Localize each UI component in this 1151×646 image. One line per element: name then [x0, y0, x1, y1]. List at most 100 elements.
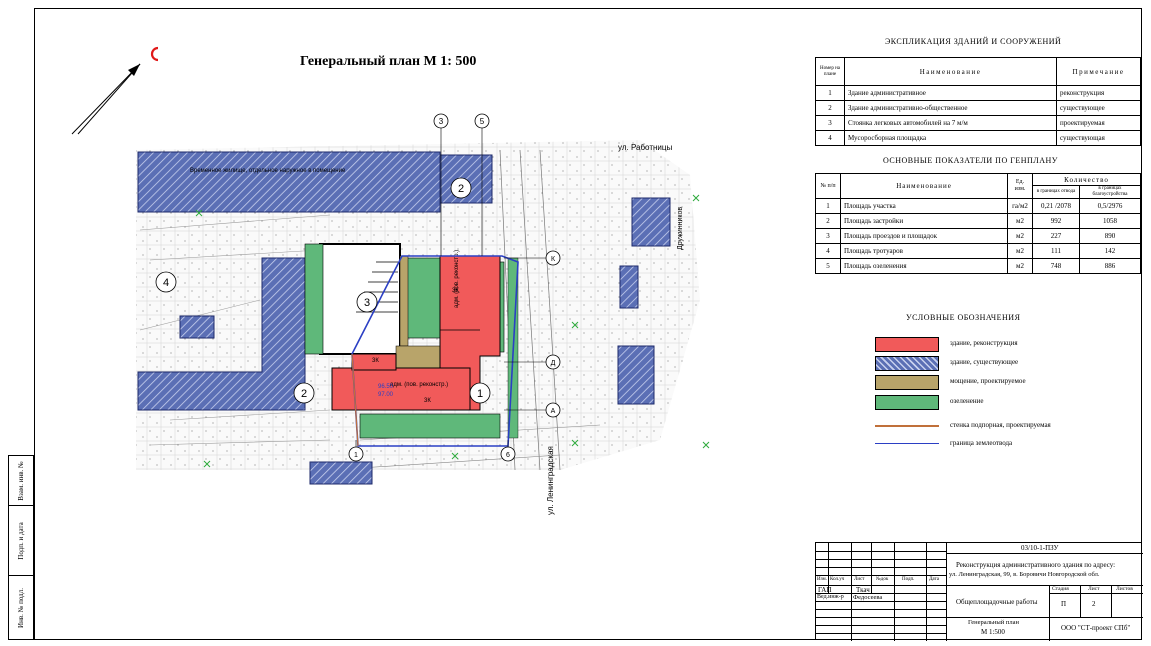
street-label-rabotnitsy: ул. Работницы [618, 143, 672, 152]
legend-swatch-paving [875, 375, 939, 390]
indicators-header-name: Наименование [840, 173, 1008, 199]
north-arrow-icon [71, 46, 159, 135]
retaining-wall-line [351, 353, 359, 447]
stamp-cell-signature: Подп. и дата [9, 506, 33, 576]
table-row: 3 Стоянка легковых автомобилей на 7 м/м … [815, 115, 1141, 131]
svg-text:3: 3 [364, 297, 370, 309]
annotation-floors-2: 3К [424, 398, 431, 404]
axis-marker-a: А [545, 402, 561, 418]
svg-text:Д: Д [551, 360, 556, 367]
drawing-scale: М 1:500 [981, 628, 1005, 636]
table-row: 2 Здание административно-общественное су… [815, 100, 1141, 116]
stage-header: Стадия [1052, 586, 1069, 592]
company-name: ООО "СТ-проект СПб" [1061, 624, 1131, 632]
table-row: 5 Площадь озеленения м2 748 886 [815, 258, 1141, 274]
col-header: №док [876, 577, 889, 582]
explication-header-note: Примечание [1056, 57, 1141, 86]
building-number-2-left: 2 [293, 382, 315, 404]
building-number-2-top: 2 [450, 177, 472, 199]
building-number-4: 4 [155, 271, 177, 293]
table-row: 1 Здание административное реконструкция [815, 85, 1141, 101]
axis-marker-3: 3 [433, 113, 449, 129]
sheet-title: Общеплощадочные работы [956, 598, 1038, 606]
survey-markers [195, 194, 710, 468]
legend-item: озеленение [875, 395, 1135, 411]
axis-marker-5: 5 [474, 113, 490, 129]
svg-text:А: А [551, 408, 556, 415]
sheet-frame [34, 8, 1142, 640]
indicators-header-qty-b: в границах благоустройства [1079, 185, 1141, 199]
table-row: 1 Площадь участка га/м2 0,21 /2078 0,5/2… [815, 198, 1141, 214]
indicators-header-num: № п/п [815, 173, 841, 199]
annotation-elevation-1: 96.50 [378, 384, 394, 390]
annotation-adm-1: адм. (пов. реконстр.) [454, 250, 460, 308]
legend-line-retaining-wall [875, 425, 939, 427]
building-number-1: 1 [469, 382, 491, 404]
annotation-floors-1: 3К [452, 288, 459, 294]
legend-item: граница землеотвода [875, 437, 1135, 453]
axis-marker-d: Д [545, 354, 561, 370]
legend-swatch-existing [875, 356, 939, 371]
legend-line-boundary [875, 443, 939, 444]
indicators-header-qty: Количество [1032, 173, 1141, 186]
col-header: Кол.уч [830, 577, 845, 582]
explication-title: ЭКСПЛИКАЦИЯ ЗДАНИЙ И СООРУЖЕНИЙ [885, 37, 1062, 46]
svg-text:1: 1 [477, 388, 483, 400]
indicators-title: ОСНОВНЫЕ ПОКАЗАТЕЛИ ПО ГЕНПЛАНУ [883, 156, 1058, 165]
axis-marker-k: К [545, 250, 561, 266]
col-header: Лист [854, 577, 865, 582]
explication-table: Номер на плане Наименование Примечание 1… [815, 57, 1141, 146]
street-label-druzhinnikov: Дружинников [677, 207, 684, 250]
svg-text:4: 4 [163, 277, 169, 289]
table-row: 2 Площадь застройки м2 992 1058 [815, 213, 1141, 229]
sheet-header: Лист [1088, 586, 1100, 592]
table-row: 4 Площадь тротуаров м2 111 142 [815, 243, 1141, 259]
col-header: Дата [929, 577, 939, 582]
stamp-cell-replace: Взам. инв. № [9, 456, 33, 506]
sheet-value: 2 [1092, 600, 1096, 608]
project-address: ул. Ленинградская, 99, в. Боровичи Новго… [949, 571, 1100, 578]
annotation-floors-3: 3К [372, 358, 379, 364]
role-engineer-name: Федосеева [853, 594, 883, 601]
building-top-label: Временное жилище, отдельное наружное в п… [190, 168, 346, 174]
plan-title: Генеральный план М 1: 500 [300, 54, 477, 69]
svg-text:1: 1 [354, 452, 358, 459]
title-block: 03/10-1-ПЗУ Реконструкция административн… [815, 542, 1143, 641]
svg-text:2: 2 [458, 183, 464, 195]
svg-text:3: 3 [439, 117, 444, 126]
svg-text:6: 6 [506, 452, 510, 459]
side-stamp-strip: Взам. инв. № Подп. и дата Инв. № подл. [8, 455, 34, 640]
role-gap: ГАП [818, 586, 832, 594]
legend-swatch-greenery [875, 395, 939, 410]
legend-item: здание, существующее [875, 356, 1135, 372]
indicators-header-unit: Ед. изм. [1007, 173, 1033, 199]
indicators-header-qty-a: в границах отвода [1032, 185, 1080, 199]
col-header: Изм. [817, 577, 827, 582]
table-row: 4 Мусоросборная площадка существующая [815, 130, 1141, 146]
legend-item: мощение, проектируемое [875, 375, 1135, 391]
col-header: Подп. [902, 577, 915, 582]
axis-lines [355, 128, 546, 448]
reconstruction-building [331, 255, 501, 411]
stage-value: П [1061, 600, 1067, 608]
legend-item: здание, реконструкция [875, 337, 1135, 353]
street-label-leningradskaya: ул. Ленинградская [546, 446, 555, 515]
axis-marker-1: 1 [348, 446, 364, 462]
explication-header-name: Наименование [844, 57, 1057, 86]
axis-marker-6: 6 [500, 446, 516, 462]
existing-buildings [137, 151, 671, 485]
legend-item: стенка подпорная, проектируемая [875, 419, 1135, 435]
svg-text:К: К [551, 256, 556, 263]
svg-text:5: 5 [480, 117, 485, 126]
table-row: 3 Площадь проездов и площадок м2 227 890 [815, 228, 1141, 244]
legend-swatch-reconstruction [875, 337, 939, 352]
project-name: Реконструкция административного здания п… [956, 561, 1116, 569]
role-gap-name: Ткач [856, 586, 870, 594]
role-engineer: Вед.инж-р [817, 594, 844, 600]
parking-area [304, 243, 401, 355]
drawing-code: 03/10-1-ПЗУ [1021, 544, 1059, 552]
legend-title: УСЛОВНЫЕ ОБОЗНАЧЕНИЯ [906, 313, 1021, 322]
drawing-name: Генеральный план [968, 619, 1019, 626]
sheets-header: Листов [1116, 586, 1133, 592]
